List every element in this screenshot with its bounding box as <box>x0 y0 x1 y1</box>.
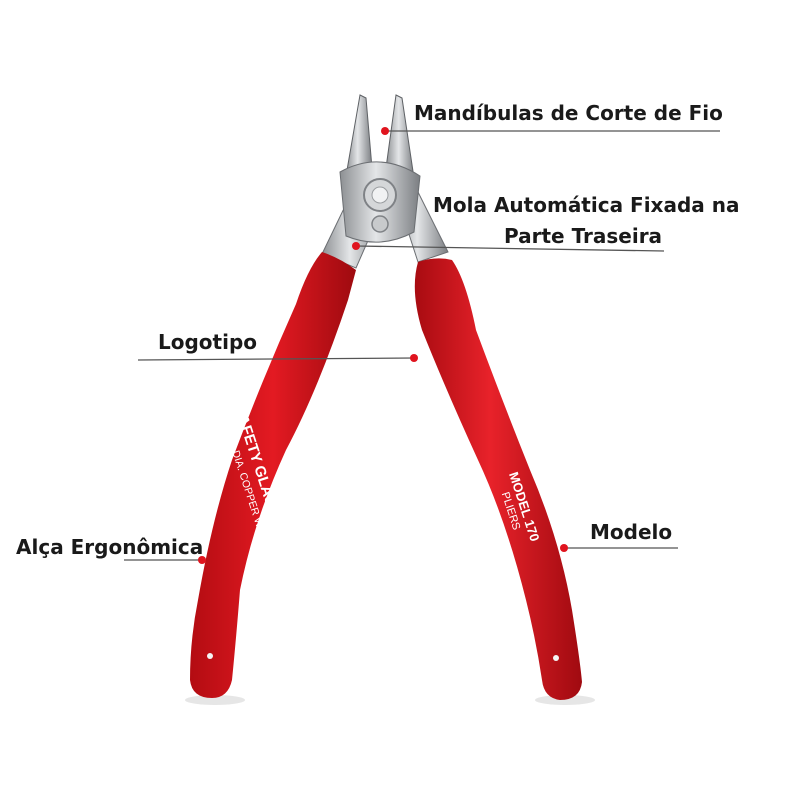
left-handle-grip <box>190 252 356 698</box>
handle-marker <box>198 556 206 564</box>
model-marker <box>560 544 568 552</box>
right-handle-grip <box>414 258 582 700</box>
spring-leader-line <box>355 245 665 252</box>
jaws-marker <box>381 127 389 135</box>
right-shadow <box>535 695 595 705</box>
marker-dots <box>198 127 568 564</box>
logo-marker <box>410 354 418 362</box>
left-shadow <box>185 695 245 705</box>
spring-label-line-2: Parte Traseira <box>504 224 663 248</box>
right-grip-hole <box>553 655 559 661</box>
spring-label-line-1: Mola Automática Fixada na <box>433 193 740 217</box>
logo-leader-line <box>137 357 415 361</box>
logo-label: Logotipo <box>158 330 258 354</box>
left-grip-hole <box>207 653 213 659</box>
leader-lines <box>124 130 720 561</box>
model-label: Modelo <box>590 520 673 544</box>
jaws-label: Mandíbulas de Corte de Fio <box>414 101 723 125</box>
handle-label: Alça Ergonômica <box>16 535 204 559</box>
spring-screw <box>371 215 389 233</box>
spring-marker <box>352 242 360 250</box>
